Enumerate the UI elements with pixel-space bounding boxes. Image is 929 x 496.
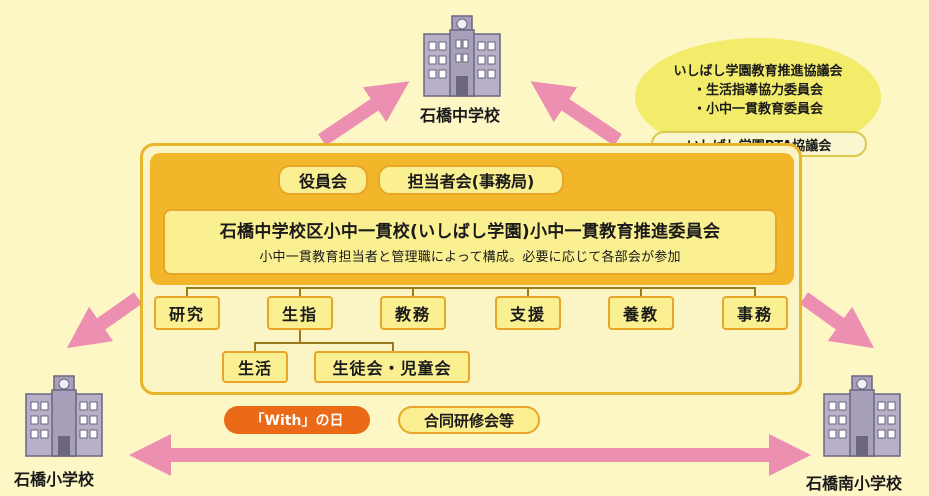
subdept-student-council: 生徒会・児童会 <box>314 351 470 383</box>
arrow-to-elem-left <box>66 292 143 349</box>
arrow-to-middle-left <box>318 81 410 146</box>
subdept-connector <box>299 330 301 342</box>
committee-box: 石橋中学校区小中一貫校(いしばし学園)小中一貫教育推進委員会 小中一貫教育担当者… <box>163 209 777 275</box>
dept-connector <box>754 287 756 296</box>
dept-guidance: 生指 <box>267 296 333 330</box>
council-sub1: ・生活指導協力委員会 <box>692 83 823 98</box>
dept-connector <box>527 287 529 296</box>
subdept-life: 生活 <box>222 351 288 383</box>
school-building-icon <box>423 15 501 97</box>
middle-school-label: 石橋中学校 <box>420 106 501 125</box>
dept-connector <box>186 287 188 296</box>
dept-connector <box>640 287 642 296</box>
school-building-icon <box>823 375 901 457</box>
council-title: いしばし学園教育推進協議会 <box>673 64 843 79</box>
elem-right-label: 石橋南小学校 <box>806 474 903 493</box>
arrow-to-middle-right <box>530 81 622 146</box>
dept-connector <box>412 287 414 296</box>
subdept-connector <box>392 342 394 351</box>
council-sub2: ・小中一貫教育委員会 <box>692 102 823 117</box>
dept-office: 事務 <box>722 296 788 330</box>
executive-meeting-pill: 役員会 <box>278 165 368 195</box>
dept-connector <box>299 287 301 296</box>
dept-support: 支援 <box>495 296 561 330</box>
school-building-icon <box>25 375 103 457</box>
dept-research: 研究 <box>154 296 220 330</box>
arrow-to-elem-right <box>799 292 875 349</box>
with-day-pill: 「With」の日 <box>224 406 370 434</box>
joint-training-pill: 合同研修会等 <box>398 406 540 434</box>
elem-left-label: 石橋小学校 <box>14 470 95 489</box>
dept-health: 養教 <box>608 296 674 330</box>
subdept-connector <box>254 342 394 344</box>
subdept-connector <box>254 342 256 351</box>
committee-subtitle: 小中一貫教育担当者と管理職によって構成。必要に応じて各部会が参加 <box>259 250 681 265</box>
dept-connector-line <box>186 287 756 289</box>
staff-meeting-pill: 担当者会(事務局) <box>378 165 564 195</box>
dept-academic-affairs: 教務 <box>380 296 446 330</box>
committee-title: 石橋中学校区小中一貫校(いしばし学園)小中一貫教育推進委員会 <box>219 222 721 242</box>
